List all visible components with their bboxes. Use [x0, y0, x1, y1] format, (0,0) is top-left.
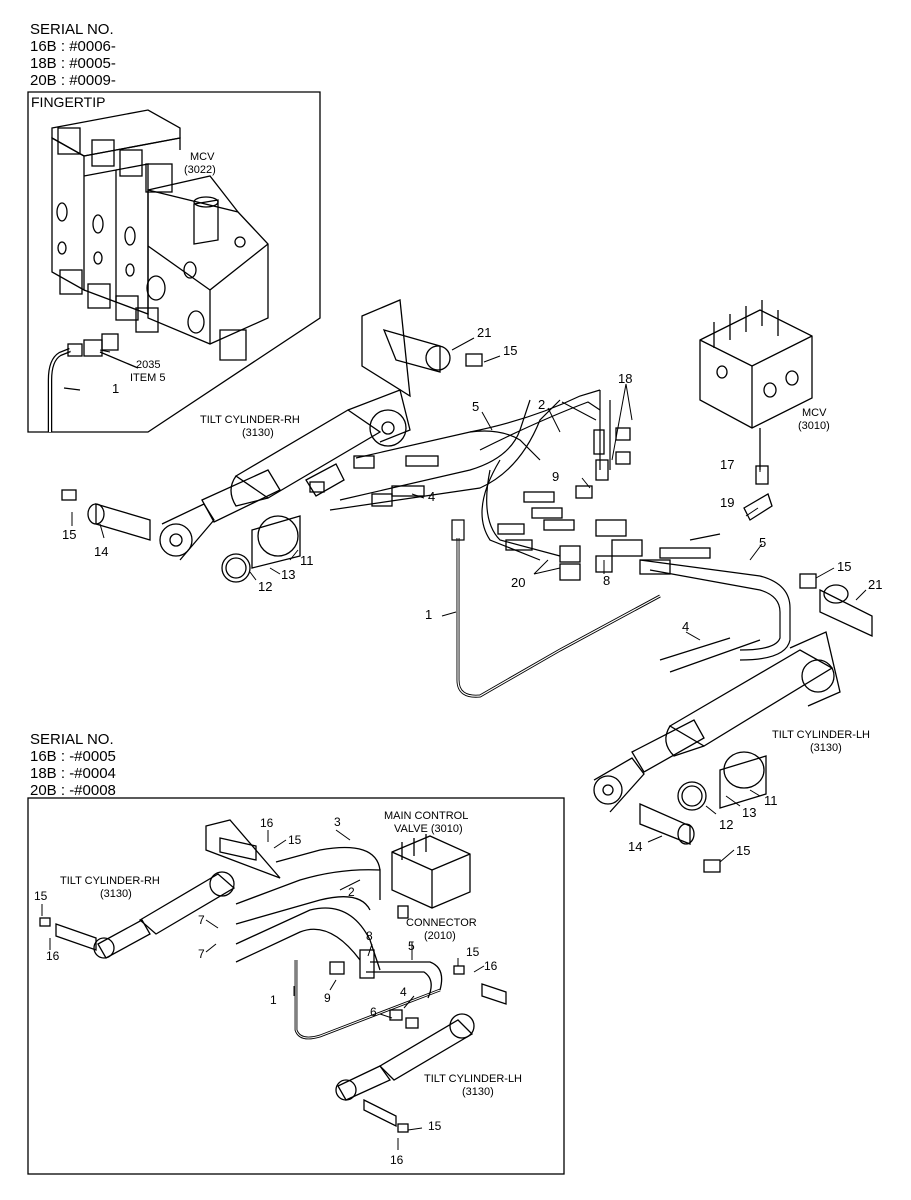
lower-hoses [235, 846, 443, 1040]
main-mcv-label: MCV [802, 407, 827, 419]
callout-17: 17 [720, 457, 735, 472]
tilt-cylinder-rh-drawing [159, 389, 411, 561]
lower-callout-16-right: 16 [484, 959, 498, 973]
main-mcv-drawing [699, 300, 817, 589]
lower-callout-6: 6 [370, 1005, 377, 1019]
fingertip-item-sub: ITEM 5 [130, 372, 166, 384]
callout-12-right: 12 [719, 817, 734, 832]
lower-tilt-rh-label: TILT CYLINDER-RH [60, 875, 160, 887]
lower-callout-5: 5 [408, 939, 415, 953]
main-tilt-rh-code: (3130) [242, 427, 274, 439]
callout-4-upper: 4 [428, 489, 436, 504]
callout-13-right: 13 [742, 805, 757, 820]
serial-bottom-line-1: 16B : -#0005 [30, 748, 116, 765]
lower-mcv-label-2: VALVE (3010) [394, 823, 463, 835]
callout-13-left: 13 [281, 567, 296, 582]
lower-callout-15-right: 15 [466, 945, 480, 959]
lower-connector-label: CONNECTOR [406, 917, 477, 929]
center-fitting-cluster [309, 427, 711, 581]
lower-callout-4: 4 [400, 985, 407, 999]
serial-bottom-heading: SERIAL NO. [30, 731, 114, 748]
lower-connector-code: (2010) [424, 930, 456, 942]
lower-tilt-rh-code: (3130) [100, 888, 132, 900]
serial-top-line-3: 20B : #0009- [30, 72, 116, 89]
lower-mcv-label-1: MAIN CONTROL [384, 810, 469, 822]
callout-18: 18 [618, 371, 633, 386]
lower-callout-15-top: 15 [288, 833, 302, 847]
main-mcv-code: (3010) [798, 420, 830, 432]
fingertip-inset-frame [27, 91, 321, 433]
callout-11-right: 11 [764, 793, 778, 808]
lower-callout-7-upper: 7 [198, 913, 205, 927]
lower-callout-15-left: 15 [34, 889, 48, 903]
callout-15-bottom: 15 [736, 843, 751, 858]
callout-19: 19 [720, 495, 735, 510]
lower-callout-3: 3 [334, 815, 341, 829]
fingertip-hose [47, 333, 139, 432]
serial-top-line-2: 18B : #0005- [30, 55, 116, 72]
callout-2: 2 [538, 397, 546, 412]
main-tilt-lh-label: TILT CYLINDER-LH [772, 729, 871, 741]
rh-pin-21 [819, 588, 873, 638]
leader-lines [41, 337, 867, 1150]
callout-21-right: 21 [868, 577, 883, 592]
callout-14-right: 14 [628, 839, 643, 854]
callout-5-upper: 5 [472, 399, 480, 414]
fingertip-mcv-drawing [51, 109, 269, 361]
lower-callout-9: 9 [324, 991, 331, 1005]
callout-14-left: 14 [94, 544, 109, 559]
tilt-cylinder-lh-drawing [593, 631, 841, 873]
lower-tilt-lh-label: TILT CYLINDER-LH [424, 1073, 523, 1085]
callout-8: 8 [603, 573, 611, 588]
main-tilt-lh-code: (3130) [810, 742, 842, 754]
callout-11-left: 11 [300, 553, 314, 568]
lower-callout-16-left: 16 [46, 949, 60, 963]
callout-21-upper: 21 [477, 325, 492, 340]
callout-12-left: 12 [258, 579, 273, 594]
fingertip-mcv-label: MCV [190, 151, 215, 163]
callout-15-left: 15 [62, 527, 77, 542]
callout-1: 1 [425, 607, 433, 622]
lower-callout-8: 8 [366, 929, 373, 943]
lower-callout-16-top: 16 [260, 816, 274, 830]
lower-tilt-lh-code: (3130) [462, 1086, 494, 1098]
lower-tilt-lh-drawing [335, 965, 507, 1133]
callout-15-right: 15 [837, 559, 852, 574]
serial-top-line-1: 16B : #0006- [30, 38, 116, 55]
serial-bottom-line-3: 20B : -#0008 [30, 782, 116, 799]
lower-callout-15-bottom: 15 [428, 1119, 442, 1133]
callout-9: 9 [552, 469, 560, 484]
lower-callout-16-bottom: 16 [390, 1153, 404, 1167]
main-hoses [329, 389, 791, 698]
fingertip-callout-1: 1 [112, 381, 120, 396]
fingertip-item-label: 2035 [136, 359, 161, 371]
lower-tilt-rh-drawing [39, 871, 236, 959]
lower-inset-frame [27, 797, 565, 1175]
callout-15-upper: 15 [503, 343, 518, 358]
callout-4-lower: 4 [682, 619, 690, 634]
fingertip-title: FINGERTIP [31, 94, 106, 110]
rh-pin-bushing-drawing [61, 489, 301, 583]
lower-callout-2: 2 [348, 885, 355, 899]
callout-20: 20 [511, 575, 526, 590]
callout-5-lower: 5 [759, 535, 767, 550]
fingertip-mcv-code: (3022) [184, 164, 216, 176]
lower-callout-1: 1 [270, 993, 277, 1007]
serial-top-heading: SERIAL NO. [30, 21, 114, 38]
serial-bottom-line-2: 18B : -#0004 [30, 765, 116, 782]
lower-mcv-drawing [391, 834, 471, 919]
main-tilt-rh-label: TILT CYLINDER-RH [200, 414, 300, 426]
pin-detail-box [361, 299, 411, 398]
lower-callout-7-lower: 7 [198, 947, 205, 961]
